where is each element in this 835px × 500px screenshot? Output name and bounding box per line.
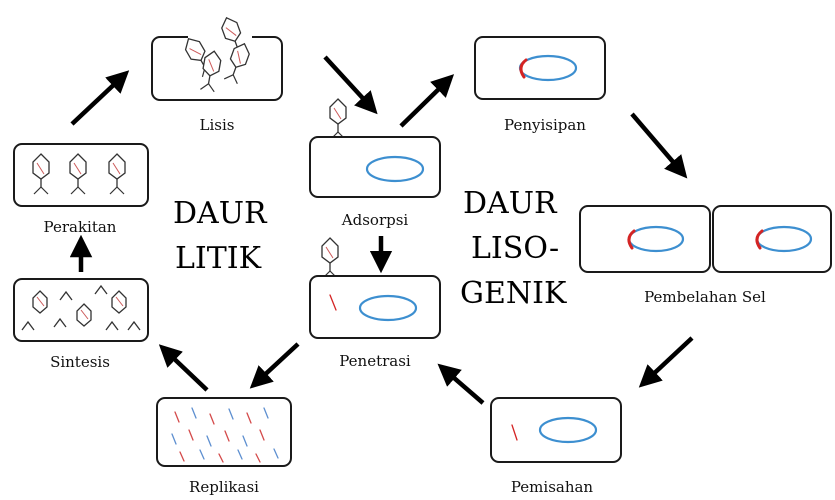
cycle-arrows: [69, 55, 694, 405]
pembelahan-left-prophage: [627, 229, 636, 250]
pemisahan-viral-dna: [511, 424, 518, 441]
lisis-stage: Lisis: [151, 14, 283, 134]
penyisipan-integrated-dna: [519, 58, 528, 79]
sintesis-phage-parts: [21, 284, 141, 331]
penetrasi-label: Penetrasi: [339, 352, 411, 370]
lysogenic-cycle-title-line2: LISO-: [471, 231, 559, 266]
replikasi-stage: Replikasi: [156, 397, 292, 496]
penetrasi-viral-dna: [329, 294, 337, 311]
sintesis-label: Sintesis: [50, 353, 110, 371]
penetrasi-stage: Penetrasi: [309, 237, 441, 370]
pembelahan-cell-box-right: [712, 205, 832, 273]
sintesis-stage: Sintesis: [13, 278, 149, 371]
penetrasi-bacterial-dna: [358, 294, 418, 322]
penyisipan-cell-box: [474, 36, 606, 100]
pembelahan-stage: Pembelahan Sel: [579, 205, 832, 306]
arrow-perakitan-to-lisis: [70, 70, 130, 126]
penyisipan-stage: Penyisipan: [474, 36, 606, 134]
pemisahan-stage: Pemisahan: [490, 397, 622, 496]
pembelahan-cell-box-left: [579, 205, 711, 273]
perakitan-label: Perakitan: [44, 218, 117, 236]
adsorpsi-label: Adsorpsi: [341, 211, 409, 229]
penetrasi-cell-box: [309, 275, 441, 339]
perakitan-stage: Perakitan: [13, 143, 149, 236]
lytic-cycle-title-line2: LITIK: [175, 241, 262, 276]
arrow-adsorpsi-to-penyisipan: [399, 74, 455, 128]
adsorpsi-phage: [329, 98, 347, 140]
arrow-pemisahan-to-penetrasi: [437, 363, 485, 405]
penyisipan-label: Penyisipan: [504, 116, 586, 134]
adsorpsi-cell-box: [309, 136, 441, 198]
lysogenic-cycle-title-line1: DAUR: [463, 186, 558, 221]
pembelahan-label: Pembelahan Sel: [644, 288, 766, 306]
replikasi-label: Replikasi: [189, 478, 259, 496]
replikasi-dna-fragments: [171, 407, 279, 463]
adsorpsi-stage: Adsorpsi: [309, 98, 441, 229]
arrow-penyisipan-to-pembelahan: [630, 112, 688, 179]
arrow-penetrasi-to-replikasi: [249, 342, 300, 389]
pemisahan-label: Pemisahan: [511, 478, 594, 496]
lytic-cycle-title-line1: DAUR: [173, 196, 268, 231]
lisis-label: Lisis: [200, 116, 235, 134]
lysogenic-cycle-title-line3: GENIK: [460, 276, 567, 311]
pembelahan-right-prophage: [755, 229, 764, 250]
arrow-replikasi-to-sintesis: [158, 344, 209, 392]
arrow-lisis-to-adsorpsi: [323, 55, 378, 115]
adsorpsi-bacterial-dna: [365, 155, 425, 183]
pemisahan-bacterial-dna: [538, 416, 598, 444]
cell-rupture-gap: [188, 30, 252, 42]
replikasi-cell-box: [156, 397, 292, 467]
penetrasi-phage: [321, 237, 339, 279]
arrow-pembelahan-to-pemisahan: [638, 336, 694, 388]
pemisahan-cell-box: [490, 397, 622, 463]
